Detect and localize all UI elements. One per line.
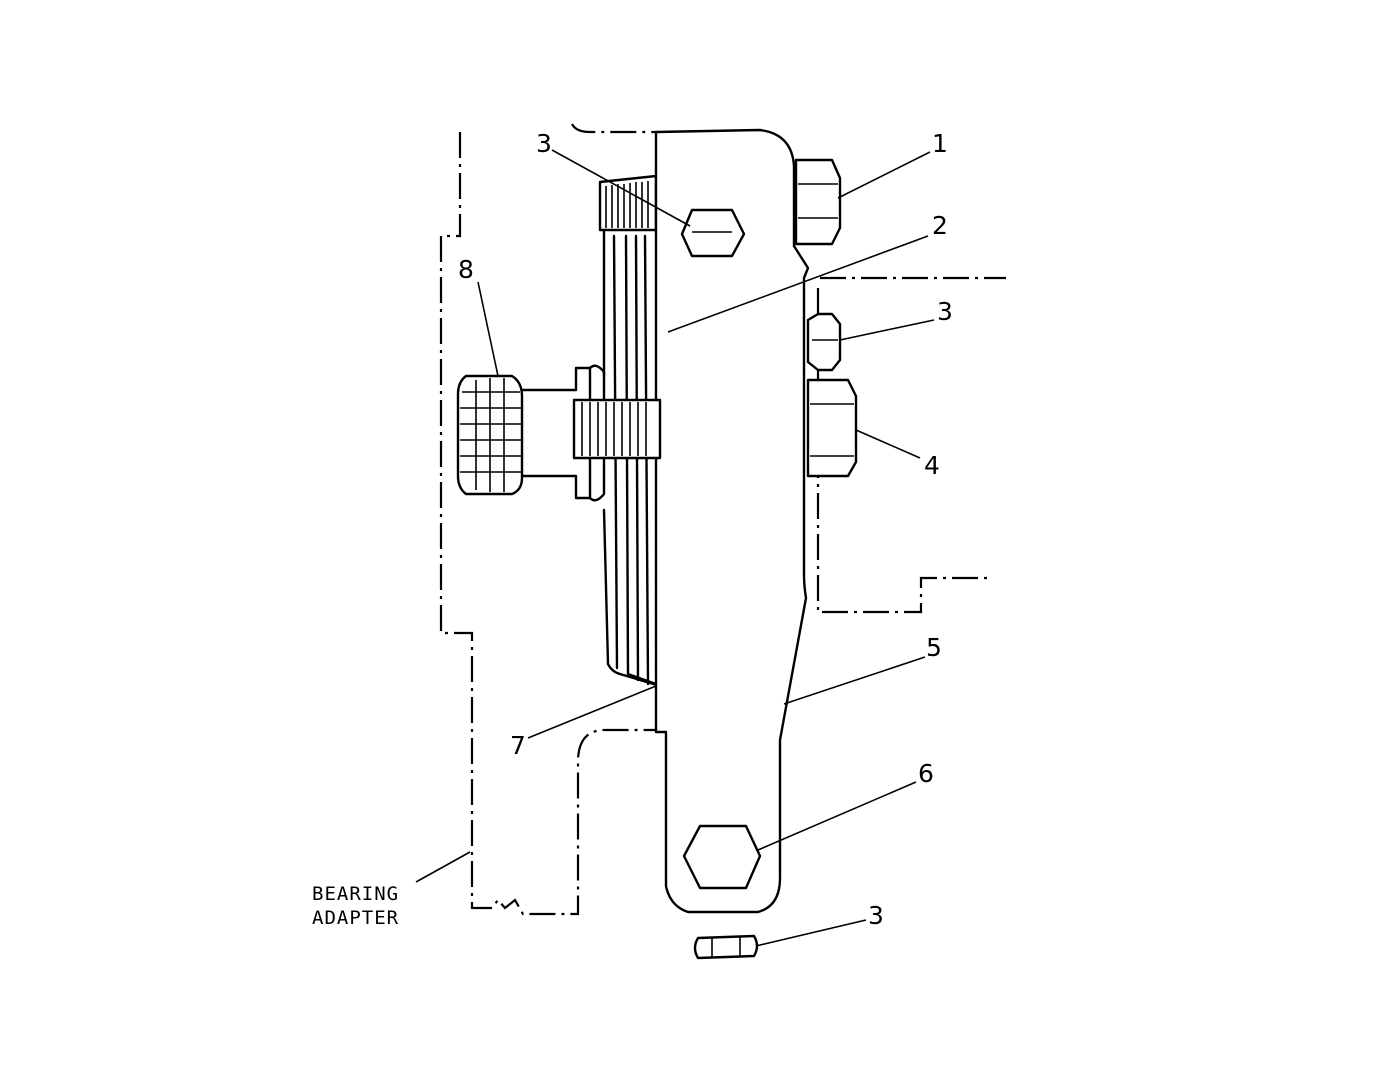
center-knurled-hub <box>518 364 662 502</box>
bearing-adapter-outline <box>439 123 662 916</box>
callout-7: 7 <box>510 731 526 760</box>
callout-8: 8 <box>458 255 474 284</box>
small-nut-bottom <box>693 934 759 960</box>
callout-6: 6 <box>918 759 934 788</box>
bearing-adapter-label-line1: BEARING <box>312 883 399 905</box>
bearing-adapter-label-line2: ADAPTER <box>312 907 399 929</box>
callout-labels: 3 1 2 8 3 4 5 7 6 3 BEARING ADAPTER <box>312 129 953 930</box>
callout-3-right: 3 <box>937 297 953 326</box>
callout-5: 5 <box>926 633 942 662</box>
leader-lines <box>415 149 935 947</box>
callout-3-top: 3 <box>536 129 552 158</box>
hex-bolt-top <box>680 208 746 258</box>
callout-2: 2 <box>932 211 948 240</box>
callout-4: 4 <box>924 451 940 480</box>
small-nut-right <box>806 312 842 372</box>
hex-bolt-6 <box>682 824 762 890</box>
knurled-knob-8 <box>456 374 524 496</box>
callout-1: 1 <box>932 129 948 158</box>
bolt-4 <box>806 378 858 478</box>
housing-outline <box>816 276 1006 614</box>
callout-3-bottom: 3 <box>868 901 884 930</box>
bolt-1 <box>794 158 842 246</box>
lever-arm <box>654 128 810 914</box>
